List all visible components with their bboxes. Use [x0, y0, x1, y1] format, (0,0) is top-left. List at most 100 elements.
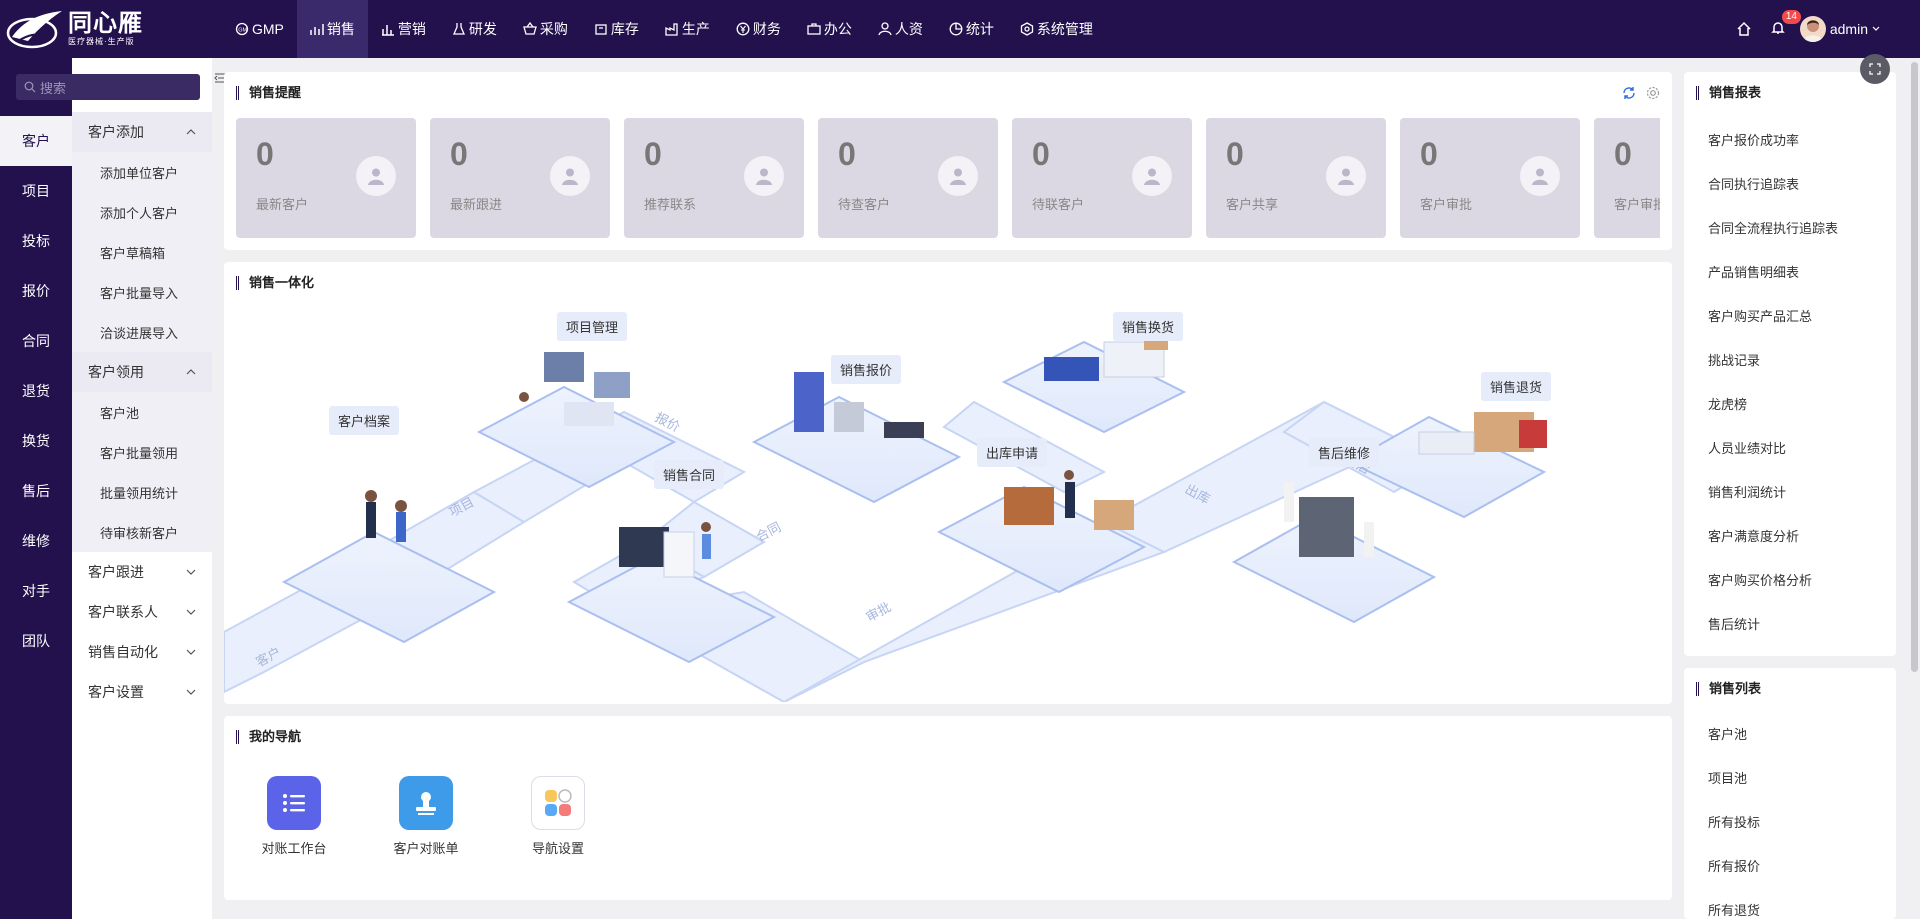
flow-label-sales-quote[interactable]: 销售报价	[831, 355, 902, 384]
scrollbar-thumb[interactable]	[1911, 62, 1918, 672]
subnav-item[interactable]: 客户池	[72, 392, 212, 432]
brand-title: 同心雁	[68, 10, 143, 37]
search-input[interactable]: 搜索	[16, 74, 200, 100]
topnav-item[interactable]: 系统管理	[1007, 0, 1106, 58]
refresh-icon[interactable]	[1622, 86, 1636, 100]
flow-label-sales-return[interactable]: 销售退货	[1481, 372, 1552, 401]
report-link[interactable]: 产品销售明细表	[1708, 265, 1800, 280]
topnav-item[interactable]: 研发	[439, 0, 510, 58]
avatar[interactable]	[1799, 16, 1826, 42]
sales-report-card: 销售报表 客户报价成功率合同执行追踪表合同全流程执行追踪表产品销售明细表客户购买…	[1684, 72, 1896, 656]
topnav-item[interactable]: 营销	[368, 0, 439, 58]
subnav-item[interactable]: 客户批量领用	[72, 432, 212, 472]
chevron-down-icon[interactable]	[1872, 25, 1880, 33]
report-link[interactable]: 售后统计	[1708, 617, 1761, 632]
sidebar-item[interactable]: 合同	[22, 333, 50, 349]
flow-label-sales-exchange[interactable]: 销售换货	[1113, 312, 1184, 341]
sidebar-item[interactable]: 项目	[22, 183, 50, 199]
flow-label-sales-contract[interactable]: 销售合同	[654, 460, 725, 489]
subnav-item[interactable]: 添加个人客户	[72, 192, 212, 232]
flow-label-outbound[interactable]: 出库申请	[977, 438, 1048, 467]
notification-button[interactable]: 14	[1752, 9, 1801, 39]
sales-list-link[interactable]: 所有投标	[1708, 815, 1761, 830]
report-link[interactable]: 销售利润统计	[1708, 485, 1787, 500]
sales-quote-illustration	[794, 372, 924, 438]
topnav-item[interactable]: 人资	[865, 0, 936, 58]
sidebar-item[interactable]: 售后	[22, 483, 50, 499]
fullscreen-button[interactable]	[1860, 54, 1890, 84]
report-link[interactable]: 合同全流程执行追踪表	[1708, 221, 1839, 236]
flow-label-project-management[interactable]: 项目管理	[557, 312, 628, 341]
sales-list-link[interactable]: 项目池	[1708, 771, 1748, 786]
topnav-item[interactable]: 库存	[581, 0, 652, 58]
home-icon[interactable]	[1736, 21, 1752, 37]
sidebar-item[interactable]: 换货	[22, 433, 50, 449]
report-link[interactable]: 挑战记录	[1708, 353, 1761, 368]
subnav-group[interactable]: 客户跟进	[72, 552, 212, 592]
report-link[interactable]: 客户满意度分析	[1708, 529, 1800, 544]
subnav-item[interactable]: 添加单位客户	[72, 152, 212, 192]
report-link[interactable]: 合同执行追踪表	[1708, 177, 1800, 192]
subnav-group[interactable]: 销售自动化	[72, 632, 212, 672]
topnav-item[interactable]: 销售	[296, 0, 368, 58]
sidebar-item[interactable]: 退货	[22, 383, 50, 399]
subnav-group[interactable]: 客户领用	[72, 352, 212, 392]
sidebar-item[interactable]: 团队	[22, 633, 50, 649]
sidebar-item[interactable]: 投标	[22, 233, 50, 249]
topnav-item[interactable]: 采购	[510, 0, 581, 58]
basket-icon	[523, 22, 537, 35]
report-link[interactable]: 人员业绩对比	[1708, 441, 1787, 456]
report-link[interactable]: 客户报价成功率	[1708, 133, 1800, 148]
sidebar-item[interactable]: 维修	[22, 533, 50, 549]
subnav-item[interactable]: 洽谈进展导入	[72, 312, 212, 352]
report-link[interactable]: 龙虎榜	[1708, 397, 1748, 412]
sales-list-link[interactable]: 所有退货	[1708, 903, 1761, 918]
primary-sidebar: 客户项目投标报价合同退货换货售后维修对手团队	[0, 58, 72, 919]
topnav-item[interactable]: 办公	[794, 0, 865, 58]
flow-label-customer-archive[interactable]: 客户档案	[329, 406, 400, 435]
topnav-item[interactable]: 统计	[936, 0, 1007, 58]
reminder-icon-wrap	[356, 156, 396, 196]
topnav-label: 库存	[610, 21, 639, 37]
reminder-icon-wrap	[744, 156, 784, 196]
sales-list-link[interactable]: 所有报价	[1708, 859, 1761, 874]
subnav-group[interactable]: 客户添加	[72, 112, 212, 152]
yen-icon	[736, 22, 750, 36]
search-placeholder: 搜索	[40, 80, 67, 96]
subnav-item[interactable]: 客户批量导入	[72, 272, 212, 312]
nav-tile-navigation-settings[interactable]: 导航设置	[508, 776, 608, 857]
topnav-item[interactable]: 财务	[723, 0, 794, 58]
topnav-label: 财务	[752, 21, 781, 37]
subnav-group[interactable]: 客户联系人	[72, 592, 212, 632]
report-link[interactable]: 客户购买产品汇总	[1708, 309, 1813, 324]
collapse-sidebar-icon[interactable]	[214, 72, 226, 84]
nav-tile-reconciliation-workbench[interactable]: 对账工作台	[244, 776, 344, 857]
report-link[interactable]: 客户购买价格分析	[1708, 573, 1813, 588]
settings-icon[interactable]	[1646, 86, 1660, 100]
sales-list-link[interactable]: 客户池	[1708, 727, 1748, 742]
flow-label-after-sales[interactable]: 售后维修	[1309, 438, 1380, 467]
subnav-item[interactable]: 批量领用统计	[72, 472, 212, 512]
subnav-item[interactable]: 客户草稿箱	[72, 232, 212, 272]
sidebar-item[interactable]: 报价	[22, 283, 50, 299]
subnav-item[interactable]: 待审核新客户	[72, 512, 212, 552]
brand-logo[interactable]: 同心雁 医疗器械·生产版	[0, 0, 200, 58]
user-name[interactable]: admin	[1829, 21, 1868, 37]
sidebar-item[interactable]: 对手	[22, 583, 50, 599]
subnav-group[interactable]: 客户设置	[72, 672, 212, 712]
sidebar-item[interactable]: 客户	[0, 116, 72, 166]
expand-icon	[1869, 63, 1881, 75]
topnav-item[interactable]: 生产	[652, 0, 723, 58]
nav-tile-customer-statement[interactable]: 客户对账单	[376, 776, 476, 857]
user-icon	[1338, 168, 1354, 185]
